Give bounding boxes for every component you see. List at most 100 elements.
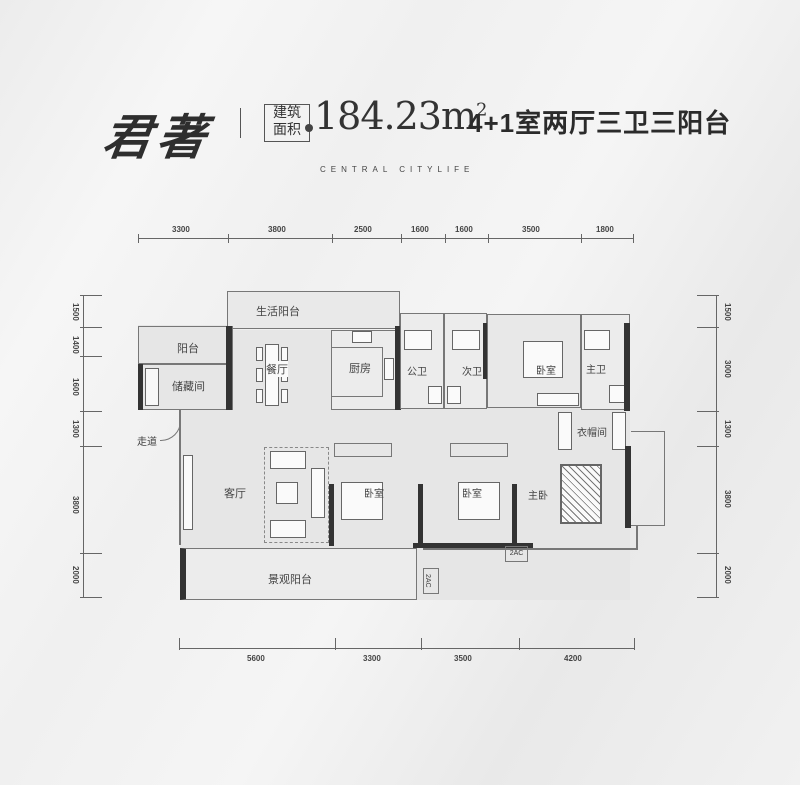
- dim-tick: [332, 234, 333, 243]
- wall: [418, 484, 423, 546]
- dim-label: 1300: [71, 420, 80, 438]
- washbasin-icon: [447, 386, 461, 404]
- view-balcony-area: [180, 548, 417, 600]
- dim-tick: [80, 597, 102, 598]
- room-label-dining: 餐厅: [266, 361, 288, 377]
- area-value: 184.23m2: [314, 94, 487, 138]
- area-label-line1: 建筑: [273, 105, 301, 121]
- room-label-living-room: 客厅: [224, 488, 246, 500]
- balcony-area: [138, 326, 233, 364]
- dim-label: 3300: [363, 654, 381, 663]
- dim-tick: [581, 234, 582, 243]
- dim-tick: [421, 638, 422, 650]
- entry-door: [160, 420, 181, 441]
- wall: [395, 326, 401, 410]
- dim-tick: [80, 446, 102, 447]
- dim-tick: [80, 295, 102, 296]
- living-balcony-area: [227, 291, 400, 329]
- room-label-balcony: 阳台: [177, 343, 199, 355]
- dim-label: 1600: [455, 225, 473, 234]
- shower-icon: [404, 330, 432, 350]
- outline: [636, 526, 638, 549]
- dim-label: 3300: [172, 225, 190, 234]
- wall: [179, 410, 181, 545]
- registered-mark-icon: [305, 124, 313, 132]
- dim-label: 4200: [564, 654, 582, 663]
- dim-tick: [80, 356, 102, 357]
- dim-label: 1600: [71, 378, 80, 396]
- bed-icon: [523, 341, 563, 378]
- dim-tick: [445, 234, 446, 243]
- wall: [329, 484, 334, 546]
- dim-label: 3800: [268, 225, 286, 234]
- dim-tick: [80, 327, 102, 328]
- wall: [512, 484, 517, 546]
- area-label-box: 建筑 面积: [264, 104, 310, 142]
- bed-icon: [341, 482, 383, 520]
- room-label-public-bath: 公卫: [407, 367, 427, 378]
- header-separator: [240, 108, 241, 138]
- room-label-walk-in-closet: 衣帽间: [577, 428, 607, 439]
- dim-tick: [697, 446, 719, 447]
- room-label-north-bedroom: 卧室: [536, 366, 556, 377]
- rug-area: [264, 447, 329, 543]
- ac-unit-label-1: 2AC: [505, 546, 528, 562]
- dim-label: 3000: [723, 360, 732, 378]
- layout-description: 4+1室两厅三卫三阳台: [468, 108, 732, 138]
- room-label-living-balcony: 生活阳台: [256, 306, 300, 318]
- dim-label: 1800: [596, 225, 614, 234]
- coffee-table-icon: [276, 482, 298, 504]
- ac-unit-label-2: 2AC: [423, 568, 439, 594]
- shower-icon: [584, 330, 610, 350]
- room-label-second-bath: 次卫: [462, 367, 482, 378]
- bay-window: [631, 431, 665, 526]
- room-label-bedroom-1: 卧室: [364, 489, 384, 500]
- wall: [413, 543, 533, 548]
- washbasin-icon: [609, 385, 625, 403]
- dim-tick: [697, 553, 719, 554]
- dim-label: 2000: [71, 566, 80, 584]
- room-label-storage: 储藏间: [172, 381, 205, 393]
- kitchen-island: [331, 347, 383, 397]
- area-unit-sup: 2: [476, 99, 487, 121]
- dim-tick: [80, 411, 102, 412]
- storage-cabinet: [145, 368, 159, 406]
- sofa-icon: [311, 468, 325, 518]
- dim-tick: [401, 234, 402, 243]
- dining-chair: [256, 389, 263, 403]
- wardrobe-icon: [334, 443, 392, 457]
- room-label-corridor: 走道: [137, 437, 157, 448]
- dim-line-top: [138, 238, 634, 239]
- dim-tick: [80, 553, 102, 554]
- wardrobe-icon: [537, 393, 579, 406]
- dim-label: 3500: [522, 225, 540, 234]
- room-label-kitchen: 厨房: [349, 363, 371, 375]
- room-label-master-bedroom: 主卧: [528, 491, 548, 502]
- wall: [625, 446, 631, 528]
- dim-tick: [697, 295, 719, 296]
- stove-icon: [384, 358, 394, 380]
- sofa-icon: [270, 451, 306, 469]
- dim-label: 3800: [71, 496, 80, 514]
- dim-tick: [138, 234, 139, 243]
- bed-icon: [458, 482, 500, 520]
- washbasin-icon: [428, 386, 442, 404]
- dim-tick: [488, 234, 489, 243]
- room-label-bedroom-2: 卧室: [462, 489, 482, 500]
- outline: [423, 548, 638, 550]
- dim-label: 2000: [723, 566, 732, 584]
- dim-tick: [228, 234, 229, 243]
- wall: [483, 323, 489, 379]
- tv-cabinet-icon: [183, 455, 193, 530]
- kitchen-sink-icon: [352, 331, 372, 343]
- subtitle: CENTRAL CITYLIFE: [320, 165, 475, 174]
- closet-rack-icon: [558, 412, 572, 450]
- wardrobe-icon: [450, 443, 508, 457]
- dining-chair: [256, 368, 263, 382]
- dim-tick: [697, 411, 719, 412]
- room-label-master-bath: 主卫: [586, 365, 606, 376]
- dim-tick: [697, 597, 719, 598]
- dim-label: 1500: [71, 303, 80, 321]
- project-brand-name: 君著: [99, 110, 216, 166]
- dim-tick: [519, 638, 520, 650]
